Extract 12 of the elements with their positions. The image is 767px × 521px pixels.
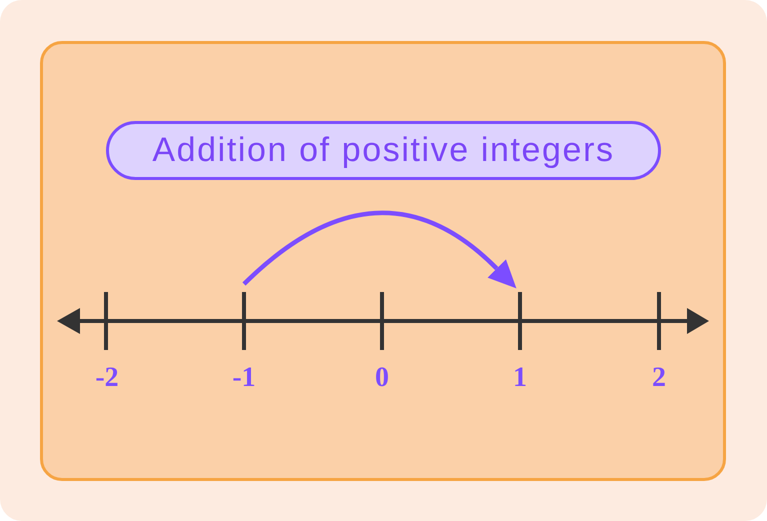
tick-mark [518, 292, 522, 350]
tick-label: -1 [231, 363, 257, 393]
tick-label: 1 [512, 363, 528, 393]
diagram-title: Addition of positive integers [106, 121, 661, 180]
tick-mark [380, 292, 384, 350]
jump-arrow [242, 210, 518, 288]
tick-label: 0 [374, 363, 390, 393]
tick-mark [657, 292, 661, 350]
tick-mark [104, 292, 108, 350]
tick-mark [242, 292, 246, 350]
tick-label: 2 [651, 363, 667, 393]
tick-label: -2 [94, 363, 120, 393]
